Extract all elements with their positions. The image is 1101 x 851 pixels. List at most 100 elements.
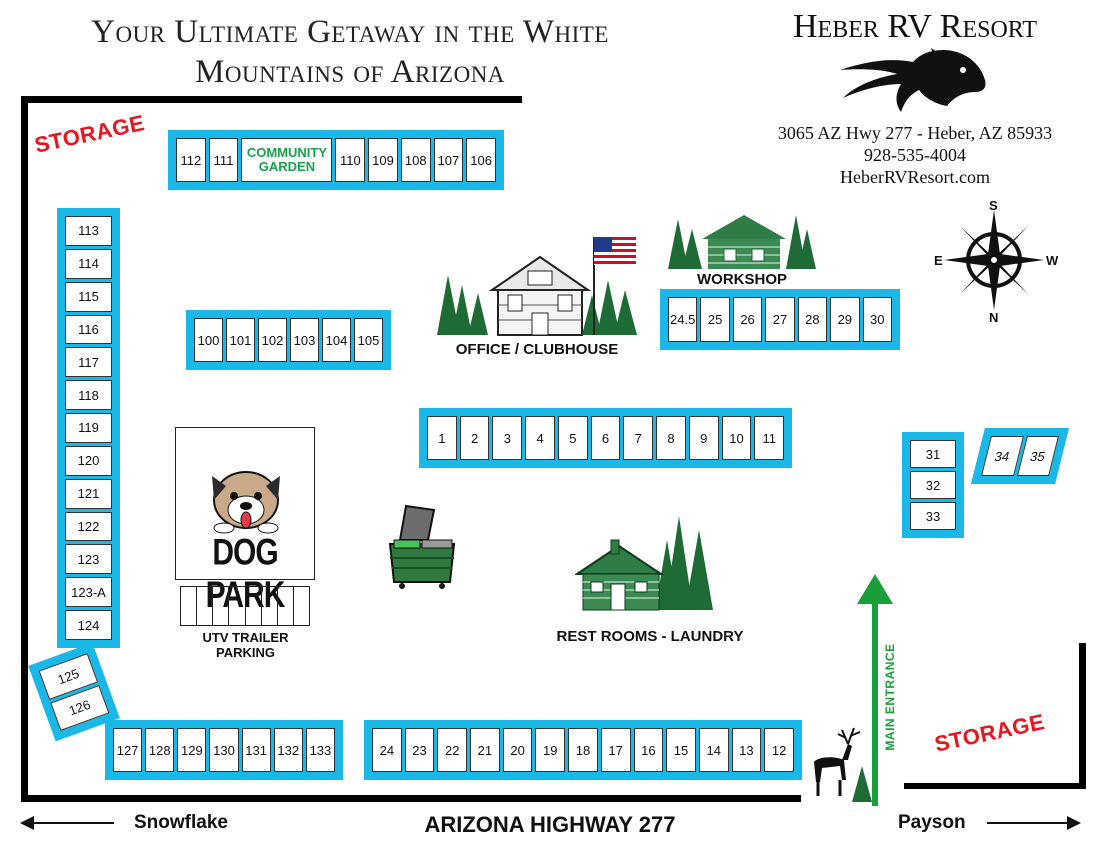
site-12[interactable]: 12 bbox=[764, 728, 794, 772]
site-100[interactable]: 100 bbox=[194, 318, 223, 362]
site-block-workshop: 24.5 25 26 27 28 29 30 bbox=[660, 289, 900, 350]
site-105[interactable]: 105 bbox=[354, 318, 383, 362]
site-102[interactable]: 102 bbox=[258, 318, 287, 362]
site-block-bottom-right: 24 23 22 21 20 19 18 17 16 15 14 13 12 bbox=[364, 720, 802, 780]
site-104[interactable]: 104 bbox=[322, 318, 351, 362]
site-120[interactable]: 120 bbox=[65, 445, 112, 476]
site-111[interactable]: 111 bbox=[208, 138, 239, 182]
site-108[interactable]: 108 bbox=[400, 138, 431, 182]
site-129[interactable]: 129 bbox=[177, 728, 207, 772]
site-block-100: 100 101 102 103 104 105 bbox=[186, 310, 391, 370]
site-4[interactable]: 4 bbox=[525, 416, 555, 460]
site-19[interactable]: 19 bbox=[535, 728, 566, 772]
boundary-right bbox=[1079, 643, 1086, 789]
site-24-5[interactable]: 24.5 bbox=[668, 297, 698, 342]
utv-stall bbox=[262, 587, 278, 625]
site-123[interactable]: 123 bbox=[65, 544, 112, 575]
site-block-angled: 34 35 bbox=[971, 428, 1069, 484]
utv-stall bbox=[229, 587, 246, 625]
site-31[interactable]: 31 bbox=[910, 440, 956, 468]
site-22[interactable]: 22 bbox=[437, 728, 468, 772]
compass-e: E bbox=[934, 253, 943, 268]
site-124[interactable]: 124 bbox=[65, 610, 112, 640]
clubhouse-illustration bbox=[437, 237, 637, 336]
compass-rose-icon bbox=[944, 210, 1044, 310]
site-101[interactable]: 101 bbox=[226, 318, 255, 362]
restrooms-label: REST ROOMS - LAUNDRY bbox=[556, 628, 744, 645]
site-3[interactable]: 3 bbox=[492, 416, 523, 460]
site-106[interactable]: 106 bbox=[466, 138, 496, 182]
elk-icon bbox=[814, 727, 872, 802]
phone-text: 928-535-4004 bbox=[864, 145, 966, 165]
site-28[interactable]: 28 bbox=[797, 297, 828, 342]
boundary-top bbox=[21, 96, 522, 103]
arrow-right-icon bbox=[987, 816, 1081, 830]
site-107[interactable]: 107 bbox=[433, 138, 464, 182]
site-117[interactable]: 117 bbox=[65, 347, 112, 378]
utv-stall bbox=[213, 587, 230, 625]
site-16[interactable]: 16 bbox=[633, 728, 664, 772]
website-link[interactable]: HeberRVResort.com bbox=[839, 167, 991, 187]
site-114[interactable]: 114 bbox=[65, 248, 112, 279]
tagline: Your Ultimate Getaway in the White Mount… bbox=[91, 14, 609, 90]
main-entrance-arrow bbox=[857, 574, 893, 806]
site-2[interactable]: 2 bbox=[459, 416, 490, 460]
site-110[interactable]: 110 bbox=[335, 138, 366, 182]
workshop-illustration bbox=[668, 215, 816, 269]
site-112[interactable]: 112 bbox=[176, 138, 206, 182]
site-132[interactable]: 132 bbox=[273, 728, 303, 772]
site-118[interactable]: 118 bbox=[65, 380, 112, 411]
site-5[interactable]: 5 bbox=[557, 416, 588, 460]
contact-block: 3065 AZ Hwy 277 - Heber, AZ 85933 928-53… bbox=[740, 122, 1090, 188]
site-133[interactable]: 133 bbox=[305, 728, 335, 772]
site-26[interactable]: 26 bbox=[732, 297, 763, 342]
utv-stall bbox=[246, 587, 262, 625]
address-text: 3065 AZ Hwy 277 - Heber, AZ 85933 bbox=[777, 123, 1053, 143]
site-130[interactable]: 130 bbox=[209, 728, 239, 772]
site-13[interactable]: 13 bbox=[731, 728, 762, 772]
site-9[interactable]: 9 bbox=[688, 416, 719, 460]
site-6[interactable]: 6 bbox=[590, 416, 621, 460]
community-garden[interactable]: COMMUNITY GARDEN bbox=[241, 138, 333, 182]
site-14[interactable]: 14 bbox=[698, 728, 729, 772]
utv-stall bbox=[181, 587, 198, 625]
site-17[interactable]: 17 bbox=[600, 728, 631, 772]
site-24[interactable]: 24 bbox=[372, 728, 402, 772]
site-29[interactable]: 29 bbox=[830, 297, 860, 342]
site-block-bottom-left: 127 128 129 130 131 132 133 bbox=[105, 720, 343, 780]
site-27[interactable]: 27 bbox=[765, 297, 795, 342]
site-128[interactable]: 128 bbox=[145, 728, 175, 772]
site-21[interactable]: 21 bbox=[470, 728, 500, 772]
site-121[interactable]: 121 bbox=[65, 478, 112, 509]
utv-stall bbox=[278, 587, 294, 625]
site-113[interactable]: 113 bbox=[65, 216, 112, 246]
site-127[interactable]: 127 bbox=[113, 728, 143, 772]
boundary-bottom bbox=[21, 795, 801, 802]
site-10[interactable]: 10 bbox=[721, 416, 752, 460]
site-115[interactable]: 115 bbox=[65, 281, 112, 312]
site-23[interactable]: 23 bbox=[404, 728, 435, 772]
site-122[interactable]: 122 bbox=[65, 511, 112, 542]
site-11[interactable]: 11 bbox=[754, 416, 785, 460]
site-35[interactable]: 35 bbox=[1016, 436, 1059, 476]
site-8[interactable]: 8 bbox=[656, 416, 686, 460]
site-109[interactable]: 109 bbox=[368, 138, 398, 182]
site-32[interactable]: 32 bbox=[910, 471, 956, 499]
site-18[interactable]: 18 bbox=[568, 728, 598, 772]
site-33[interactable]: 33 bbox=[910, 502, 956, 530]
site-7[interactable]: 7 bbox=[623, 416, 654, 460]
site-123-a[interactable]: 123-A bbox=[65, 577, 112, 608]
utv-stall bbox=[294, 587, 309, 625]
site-1[interactable]: 1 bbox=[427, 416, 457, 460]
site-25[interactable]: 25 bbox=[700, 297, 730, 342]
site-20[interactable]: 20 bbox=[502, 728, 533, 772]
site-15[interactable]: 15 bbox=[666, 728, 696, 772]
utv-parking-label: UTV TRAILER PARKING bbox=[202, 630, 289, 660]
site-103[interactable]: 103 bbox=[290, 318, 319, 362]
site-116[interactable]: 116 bbox=[65, 314, 112, 345]
arrow-left-icon bbox=[20, 816, 114, 830]
site-119[interactable]: 119 bbox=[65, 413, 112, 443]
site-131[interactable]: 131 bbox=[241, 728, 271, 772]
workshop-label: WORKSHOP bbox=[697, 271, 787, 288]
site-30[interactable]: 30 bbox=[862, 297, 892, 342]
